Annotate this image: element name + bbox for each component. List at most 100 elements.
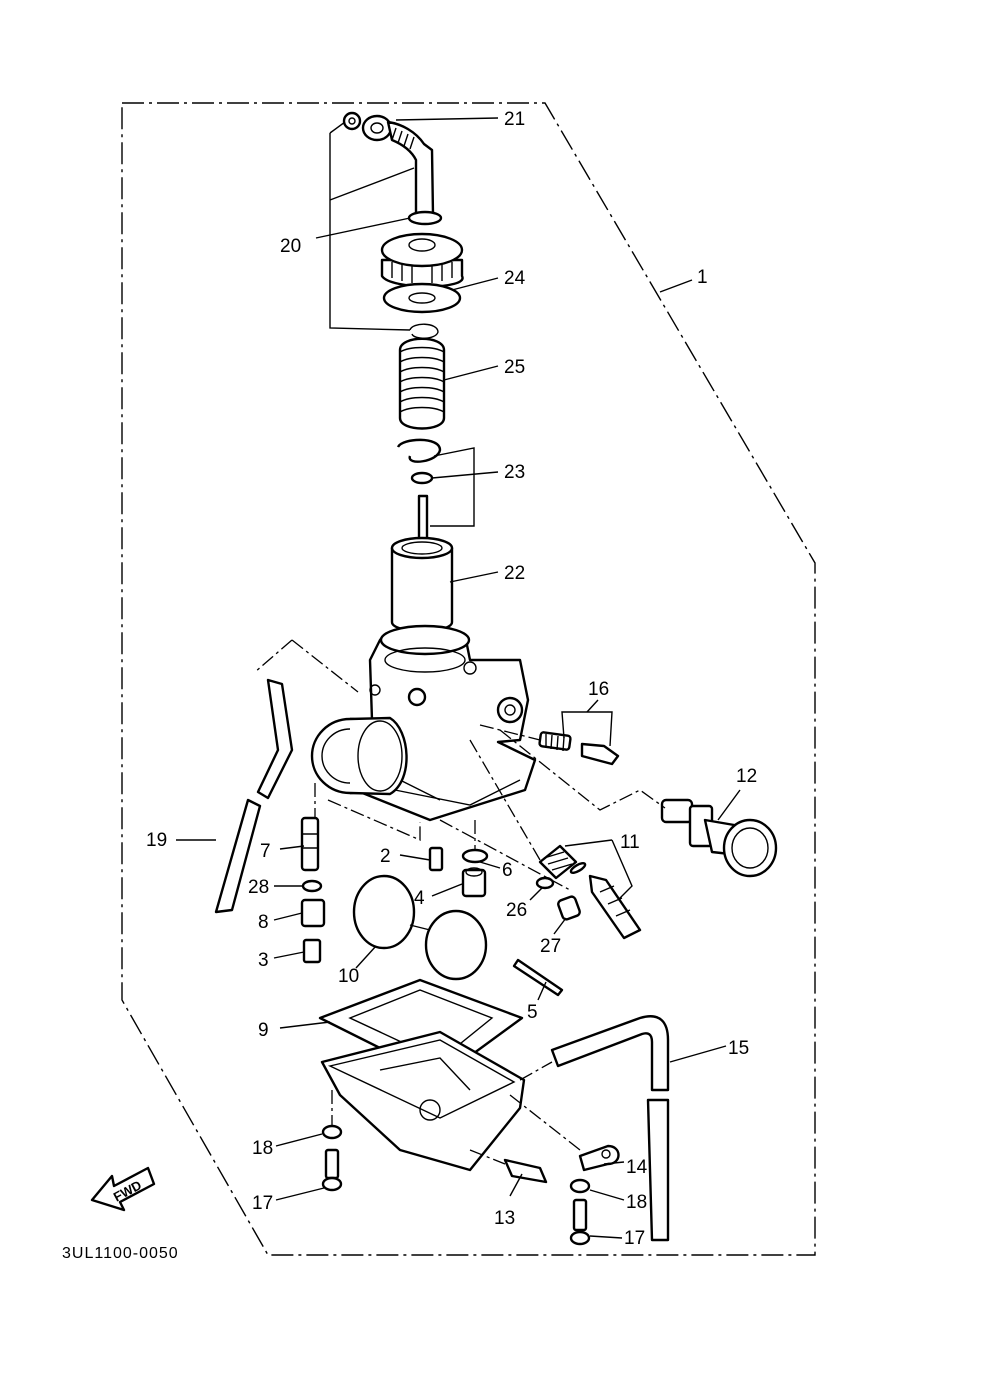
throttle-stop-screw-parts: [538, 844, 642, 940]
alignment-line: [469, 1149, 506, 1165]
o-ring-part: [407, 210, 443, 226]
callout-7: 7: [260, 841, 271, 862]
leader-line: [589, 1189, 625, 1201]
callout-10: 10: [338, 966, 359, 987]
washer-part: [461, 848, 489, 864]
screw-right-part: [569, 1198, 591, 1246]
alignment-line: [327, 799, 421, 841]
leader-line: [329, 167, 415, 201]
air-plug-part: [557, 895, 581, 921]
float-pin-part: [512, 958, 564, 997]
callout-6: 6: [502, 860, 513, 881]
assembly-boundary: [121, 102, 816, 1256]
leader-line: [669, 1045, 727, 1063]
drain-screw-part: [503, 1158, 548, 1184]
callout-4: 4: [414, 888, 425, 909]
alignment-line: [291, 639, 359, 693]
callout-27: 27: [540, 936, 561, 957]
callout-28: 28: [248, 877, 269, 898]
callout-25: 25: [504, 357, 525, 378]
float-part: [352, 874, 488, 981]
leader-line: [430, 447, 475, 527]
callout-20: 20: [280, 236, 301, 257]
callout-5: 5: [527, 1002, 538, 1023]
chamber-top-cap: [380, 232, 464, 288]
callout-12: 12: [736, 766, 757, 787]
alignment-line: [519, 1061, 553, 1081]
small-o-ring-part: [535, 876, 555, 890]
alignment-line: [254, 639, 293, 673]
leader-line: [603, 1161, 625, 1165]
washer-right-part: [569, 1178, 591, 1194]
leader-line: [443, 365, 499, 381]
callout-17-right: 17: [624, 1228, 645, 1249]
leader-line: [529, 887, 543, 901]
vent-hose-part: [214, 678, 294, 914]
hose-holder-part: [578, 1144, 620, 1172]
leader-line: [275, 1133, 323, 1147]
alignment-line: [479, 724, 541, 741]
drawing-code: 3UL1100-0050: [62, 1245, 179, 1262]
callout-14: 14: [626, 1157, 648, 1178]
leader-line: [537, 981, 547, 1001]
callout-24: 24: [504, 268, 526, 289]
callout-2: 2: [380, 846, 391, 867]
leader-line: [479, 861, 501, 869]
carburetor-body: [310, 624, 537, 822]
leader-line: [315, 217, 411, 239]
alignment-line: [499, 729, 666, 811]
cable-adjuster-part: [342, 111, 435, 217]
leader-line: [431, 471, 499, 479]
leader-line: [451, 277, 499, 291]
callout-26: 26: [506, 900, 527, 921]
alignment-line: [509, 1094, 581, 1151]
callout-11: 11: [620, 832, 640, 853]
pilot-jet-part: [428, 846, 444, 872]
callout-22: 22: [504, 563, 525, 584]
callout-19: 19: [146, 830, 167, 851]
callout-18-right: 18: [626, 1192, 647, 1213]
needle-valve-part: [302, 938, 322, 964]
leader-line: [329, 133, 411, 331]
leader-line: [586, 699, 599, 713]
washer-left-part: [321, 1124, 343, 1140]
starter-plunger-part: [660, 798, 778, 878]
leader-line: [717, 789, 741, 821]
spring-clip: [409, 323, 439, 339]
leader-line: [431, 883, 463, 897]
callout-13: 13: [494, 1208, 515, 1229]
cap-gasket: [382, 282, 462, 314]
callout-15: 15: [728, 1038, 749, 1059]
leader-line: [279, 845, 305, 850]
leader-line: [399, 854, 431, 861]
leader-line: [589, 1235, 623, 1239]
screw-left-part: [321, 1148, 343, 1192]
leader-line: [509, 1173, 523, 1197]
callout-3: 3: [258, 950, 269, 971]
throttle-spring: [398, 337, 446, 430]
leader-line: [275, 1187, 325, 1201]
fwd-label: FWD: [111, 1177, 144, 1204]
callout-21: 21: [504, 109, 525, 130]
callout-9: 9: [258, 1020, 269, 1041]
leader-line: [279, 1021, 331, 1029]
pilot-screw-parts: [538, 731, 620, 766]
drain-hose-part: [550, 1015, 670, 1242]
leader-line: [329, 121, 346, 134]
callout-17-left: 17: [252, 1193, 273, 1214]
leader-line: [273, 951, 305, 959]
leader-line: [564, 839, 613, 847]
leader-line: [449, 571, 499, 583]
leader-line: [395, 117, 499, 121]
leader-line: [659, 279, 693, 293]
main-jet-part: [300, 898, 326, 928]
callout-18-left: 18: [252, 1138, 273, 1159]
callout-8: 8: [258, 912, 269, 933]
jet-needle-parts: [396, 438, 442, 554]
leader-line: [355, 945, 377, 969]
leader-line: [553, 917, 567, 935]
callout-16: 16: [588, 679, 609, 700]
fwd-arrow-icon: [90, 1166, 156, 1212]
needle-jet-part: [300, 816, 320, 872]
leader-line: [273, 912, 303, 921]
